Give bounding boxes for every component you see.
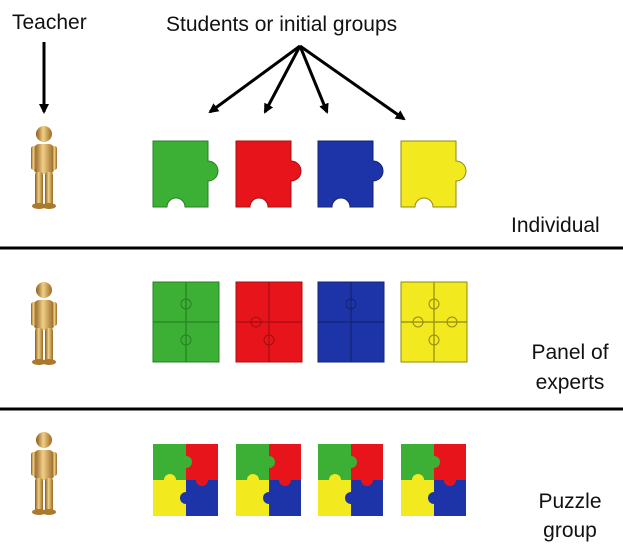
expert-block-red	[235, 281, 303, 363]
teacher-figure-icon	[31, 126, 57, 209]
stage-panel-label-line1: Panel of	[531, 341, 609, 364]
students-arrow-1	[208, 44, 301, 114]
puzzle-group-block	[318, 444, 383, 516]
expert-block-yellow	[400, 281, 468, 363]
puzzle-piece-icon	[400, 140, 467, 208]
expert-block-green	[152, 281, 220, 363]
puzzle-piece-icon	[317, 140, 384, 208]
stage-panel-of-experts	[152, 281, 468, 363]
puzzle-group-block	[236, 444, 301, 516]
teacher-label: Teacher	[12, 11, 87, 34]
puzzle-group-block	[401, 444, 466, 516]
puzzle-piece-icon	[235, 140, 302, 208]
students-arrow-3	[298, 45, 329, 114]
students-label: Students or initial groups	[166, 13, 398, 36]
stage-individual-label: Individual	[511, 214, 600, 237]
expert-block-blue	[317, 281, 385, 363]
stage-puzzle-label-line2: group	[543, 519, 597, 542]
teacher-figure-icon	[31, 432, 57, 515]
stage-panel-label-line2: experts	[535, 371, 605, 394]
stage-puzzle-group	[153, 444, 466, 516]
puzzle-piece-icon	[152, 140, 219, 208]
stage-puzzle-label-line1: Puzzle	[538, 490, 602, 513]
puzzle-group-block	[153, 444, 218, 516]
stage-individual	[152, 140, 467, 208]
students-arrow-4	[299, 44, 406, 121]
teacher-figure-icon	[31, 282, 57, 365]
students-arrow-2	[263, 45, 302, 114]
